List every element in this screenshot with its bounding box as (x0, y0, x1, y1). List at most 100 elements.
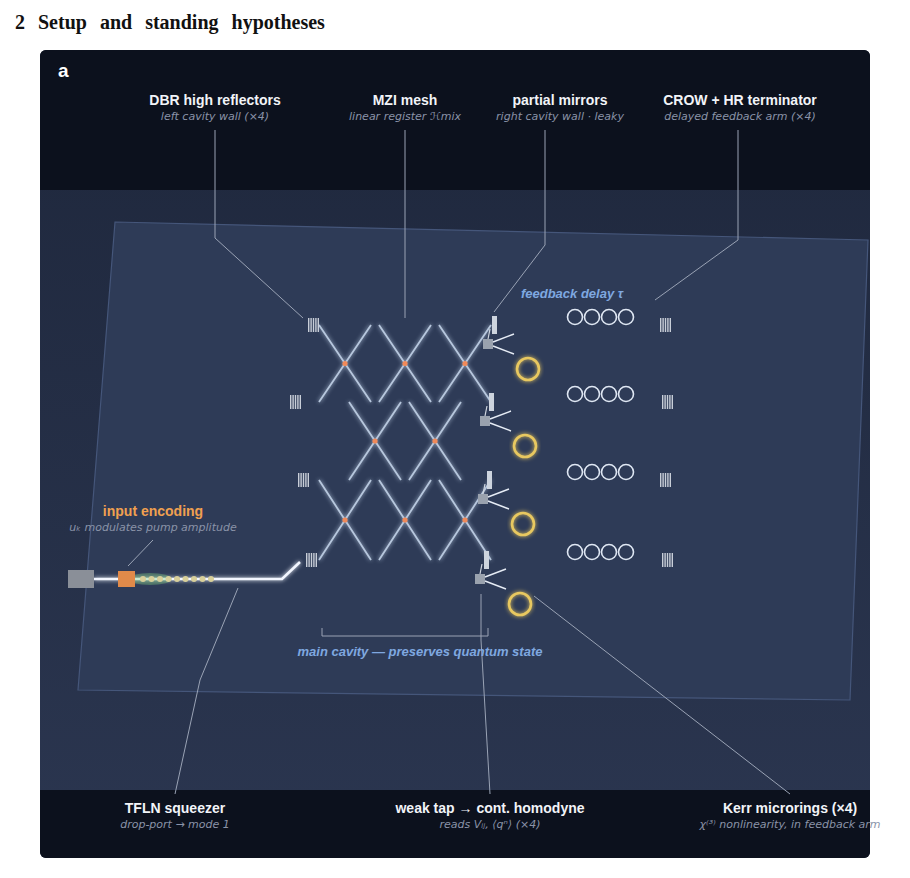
hr-terminator (670, 318, 671, 332)
squeezer-bead (140, 576, 146, 582)
part-note: left cavity wall (×4) (161, 110, 269, 123)
squeezer-bead (166, 576, 172, 582)
crow-ring (585, 387, 600, 402)
crow-ring (585, 465, 600, 480)
dbr-reflector (318, 318, 319, 332)
squeezer-bead (200, 576, 206, 582)
crow-ring (585, 310, 600, 325)
pump-laser (68, 570, 94, 588)
crow-ring (619, 310, 634, 325)
homodyne-detector (478, 494, 488, 504)
crow-ring (585, 545, 600, 560)
hr-terminator (664, 395, 665, 409)
part-name: CROW + HR terminator (663, 92, 817, 109)
annotation: main cavity — preserves quantum state (298, 644, 543, 660)
partial-mirror (484, 551, 489, 569)
mzi-coupler (319, 325, 371, 402)
leader-line (405, 130, 406, 318)
mzi-coupler (349, 402, 401, 480)
crow-ring (602, 387, 617, 402)
detector-output (485, 569, 506, 589)
part-name: DBR high reflectors (149, 92, 280, 109)
detector-output (490, 411, 511, 431)
section-heading: 2 Setup and standing hypotheses (15, 10, 325, 34)
hr-terminator (662, 473, 663, 487)
dbr-reflector (311, 553, 312, 567)
mzi-coupler (379, 325, 431, 402)
dbr-reflector (315, 318, 316, 332)
detector-output (488, 489, 509, 509)
hr-terminator (667, 318, 668, 332)
lo-line (444, 420, 480, 422)
dbr-reflector (300, 473, 301, 487)
hr-terminator (667, 473, 668, 487)
leader-line (128, 540, 153, 566)
leader-line (175, 588, 238, 794)
partial-mirror (487, 471, 492, 489)
leader-line (655, 130, 738, 300)
chip-plate (78, 222, 868, 700)
hr-terminator (667, 395, 668, 409)
tap-line (480, 564, 482, 574)
part-name: TFLN squeezer (125, 800, 225, 817)
part-note: right cavity wall · leaky (496, 110, 624, 123)
mzi-coupler (439, 325, 491, 402)
homodyne-detector (475, 574, 485, 584)
dbr-reflector (290, 395, 291, 409)
mzi-coupler (439, 480, 491, 560)
leader-lines (128, 130, 790, 794)
part-note: drop-port → mode 1 (120, 818, 230, 831)
tap-line (485, 406, 487, 416)
part-note: delayed feedback arm (×4) (664, 110, 816, 123)
crow-ring (568, 387, 583, 402)
dbr-reflector (292, 395, 293, 409)
hr-terminator (662, 395, 663, 409)
annotation: feedback delay τ (521, 286, 623, 302)
homodyne-detector (480, 416, 490, 426)
squeezer-bead (183, 576, 189, 582)
panel-background (40, 50, 870, 858)
cavity-waveguide (318, 559, 484, 561)
partial-mirror (492, 316, 497, 334)
kerr-ring (514, 435, 536, 457)
squeezer-bead (191, 576, 197, 582)
hr-terminator (669, 553, 670, 567)
hr-terminator (669, 395, 670, 409)
cavity-waveguide (310, 479, 487, 481)
kerr-ring (517, 358, 539, 380)
lo-line (447, 343, 483, 345)
hr-terminator (670, 473, 671, 487)
part-name: MZI mesh (373, 92, 438, 109)
crow-ring (568, 310, 583, 325)
hr-terminator (672, 395, 673, 409)
cavity-waveguide (302, 401, 489, 403)
phase-shifter (372, 438, 377, 443)
part-note: χ⁽³⁾ nonlinearity, in feedback arm (699, 818, 880, 831)
phase-shifter (402, 361, 407, 366)
phase-shifter (342, 361, 347, 366)
tap-line (488, 329, 490, 339)
lo-line (439, 578, 475, 580)
crow-ring (568, 465, 583, 480)
detector-output (493, 334, 514, 354)
squeezer-bead (149, 576, 155, 582)
phase-shifter (462, 517, 467, 522)
squeezer-bead (174, 576, 180, 582)
top-strip (40, 50, 870, 190)
dbr-reflector (308, 553, 309, 567)
hr-terminator (667, 553, 668, 567)
hr-terminator (664, 553, 665, 567)
crow-ring (619, 465, 634, 480)
dbr-reflector (310, 318, 311, 332)
hr-terminator (660, 318, 661, 332)
mzi-coupler (319, 480, 371, 560)
hr-terminator (662, 553, 663, 567)
leader-line (481, 594, 490, 794)
squeezer-bead (157, 576, 163, 582)
part-note: uₖ modulates pump amplitude (69, 521, 236, 534)
hr-terminator (662, 318, 663, 332)
part-name: weak tap → cont. homodyne (395, 800, 584, 817)
crow-ring (602, 545, 617, 560)
phase-shifter (402, 517, 407, 522)
cavity-waveguide (320, 324, 492, 326)
